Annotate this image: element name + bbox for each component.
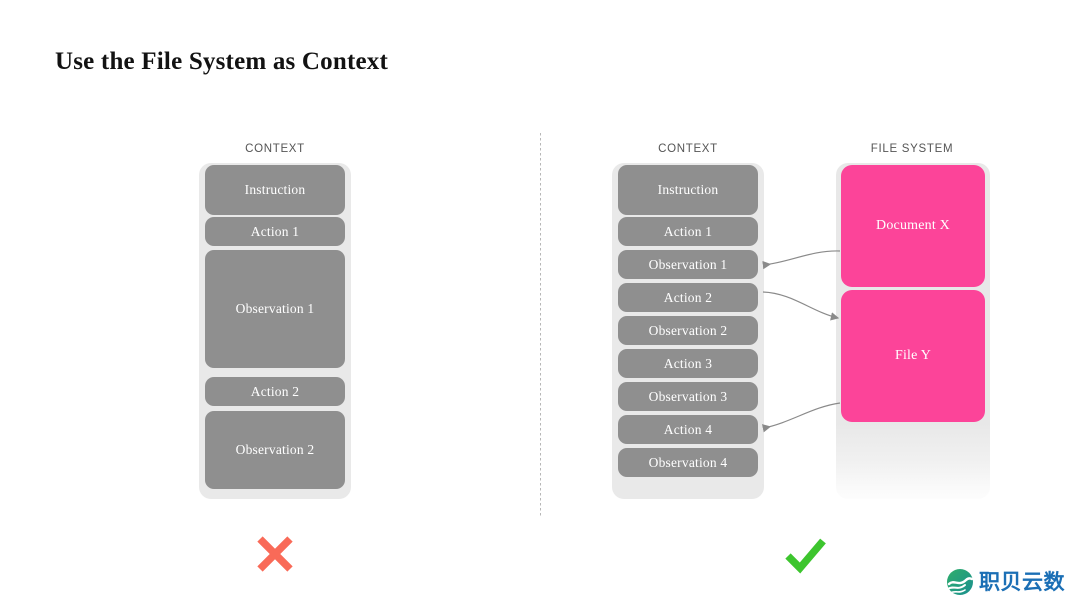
right-block-observation-4[interactable]: Observation 4	[618, 448, 758, 477]
left-block-observation-2[interactable]: Observation 2	[205, 411, 345, 489]
left-block-observation-1[interactable]: Observation 1	[205, 250, 345, 368]
left-block-action-1[interactable]: Action 1	[205, 217, 345, 246]
arrow-document-x-to-observation-1	[762, 250, 841, 270]
file-system-column-label: FILE SYSTEM	[870, 143, 954, 155]
right-block-action-1[interactable]: Action 1	[618, 217, 758, 246]
right-context-column-label: CONTEXT	[658, 143, 718, 155]
arrow-action-2-to-file-y	[762, 291, 840, 321]
right-block-action-2[interactable]: Action 2	[618, 283, 758, 312]
file-block-file-y[interactable]: File Y	[841, 290, 985, 422]
left-context-column-label: CONTEXT	[245, 143, 305, 155]
brand-logo-text: 职贝云数	[979, 569, 1065, 594]
right-block-observation-1[interactable]: Observation 1	[618, 250, 758, 279]
page-title: Use the File System as Context	[55, 48, 389, 75]
left-block-instruction[interactable]: Instruction	[205, 165, 345, 215]
vertical-dotted-divider	[540, 133, 541, 518]
file-block-document-x[interactable]: Document X	[841, 165, 985, 287]
right-block-action-3[interactable]: Action 3	[618, 349, 758, 378]
check-mark-icon	[785, 538, 826, 574]
right-block-observation-2[interactable]: Observation 2	[618, 316, 758, 345]
cross-mark-icon	[257, 536, 293, 572]
brand-logo: 职贝云数	[946, 568, 1065, 596]
right-block-instruction[interactable]: Instruction	[618, 165, 758, 215]
arrow-file-y-to-action-4	[761, 402, 841, 433]
left-block-action-2[interactable]: Action 2	[205, 377, 345, 406]
right-block-action-4[interactable]: Action 4	[618, 415, 758, 444]
right-block-observation-3[interactable]: Observation 3	[618, 382, 758, 411]
wave-circle-logo-icon	[947, 569, 974, 595]
